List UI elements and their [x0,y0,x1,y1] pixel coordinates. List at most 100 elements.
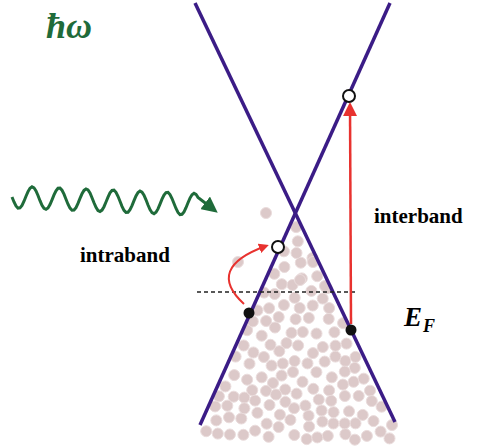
electron-dot [212,428,223,439]
electron-dot [294,303,305,314]
electron-dot [276,370,287,381]
electron-dot [265,339,276,350]
electron-dot [229,370,240,381]
fermi-subscript: F [423,317,435,335]
electron-dot [307,300,318,311]
electron-dot [211,415,222,426]
electron-dot [339,366,350,377]
fermi-level [197,291,358,293]
electron-dot [273,422,284,433]
electron-dot [303,312,314,323]
electron-dot [365,385,376,396]
electron-dot [348,376,359,387]
electron-dot [330,351,341,362]
electron-dot [306,285,317,296]
electron-dot [264,303,275,314]
electron-dot [279,262,290,273]
electron-dot [271,389,282,400]
electron-dot [358,373,369,384]
intraband-arrow [229,246,266,304]
electron-dot [261,385,272,396]
electron-dot [289,430,300,441]
electron-dot [322,430,333,441]
electron-dot [274,409,285,420]
electron-dot [297,327,308,338]
electron-dot [326,395,337,406]
electron-dot [278,300,289,311]
electron-dot [281,338,292,349]
electron-dot [375,426,386,437]
electron-dot [289,292,300,303]
electron-dot [222,400,233,411]
electron [346,325,357,336]
hole [272,241,284,253]
electron-dot [250,395,261,406]
electron-dot [276,279,287,290]
electron-dot [264,400,275,411]
electron-dot [295,275,306,286]
electron-dot [244,358,255,369]
hole [343,90,355,102]
electron-dot [317,342,328,353]
electron-dot [201,426,212,437]
photon-wave [12,187,213,215]
electron-dot [349,362,360,373]
electron-dot [326,372,337,383]
electron-dot [256,372,267,383]
electron-dot [291,388,302,399]
electron-dot [311,328,322,339]
electron-dot [366,396,377,407]
electron-dot [319,356,330,367]
electron-dot [248,347,259,358]
electron-dot [330,340,341,351]
electron-dot [289,356,300,367]
electron-dot [247,385,258,396]
electron-dot [341,338,352,349]
electron-dot [292,236,303,247]
electron-dot [300,400,311,411]
electron-dot [340,356,351,367]
electron-dot [312,432,323,443]
electron [244,308,255,319]
electron-dot [308,348,319,359]
electron-dot [224,412,235,423]
electron-dot [328,418,339,429]
electron-dot [350,351,361,362]
electron-dot [339,391,350,402]
electron-dot [317,293,328,304]
electron-dot [316,405,327,416]
electron-dot [368,416,379,427]
electron-dot [238,340,249,351]
electron-dot [317,416,328,427]
fermi-energy-label: E [404,304,422,331]
electron-dot [313,394,324,405]
electron-dot [302,358,313,369]
electron-dot [339,418,350,429]
band-line [200,3,390,425]
interband-label: interband [374,206,463,227]
electron-dot [250,425,261,436]
electron-dot [349,434,360,445]
electron-dot [238,429,249,440]
electron-dot [290,314,301,325]
electron-dot [312,271,323,282]
electron-dot [258,352,269,363]
electron-dot [288,367,299,378]
electron-dot [324,385,335,396]
electron-dot [328,407,339,418]
electron-dot [285,414,296,425]
electron-dot [277,358,288,369]
electron-dot [311,367,322,378]
electron-dot [270,322,281,333]
intraband-label: intraband [80,245,170,266]
electron-dot [297,376,308,387]
electron-dot [301,434,312,445]
electron-dot [261,418,272,429]
electron-dot [289,403,300,414]
electron-dot [344,406,355,417]
electron-dot [337,379,348,390]
electron-dot [256,330,267,341]
electron-dot [329,327,340,338]
interband-arrow [350,106,351,324]
electron-dots [201,208,398,446]
